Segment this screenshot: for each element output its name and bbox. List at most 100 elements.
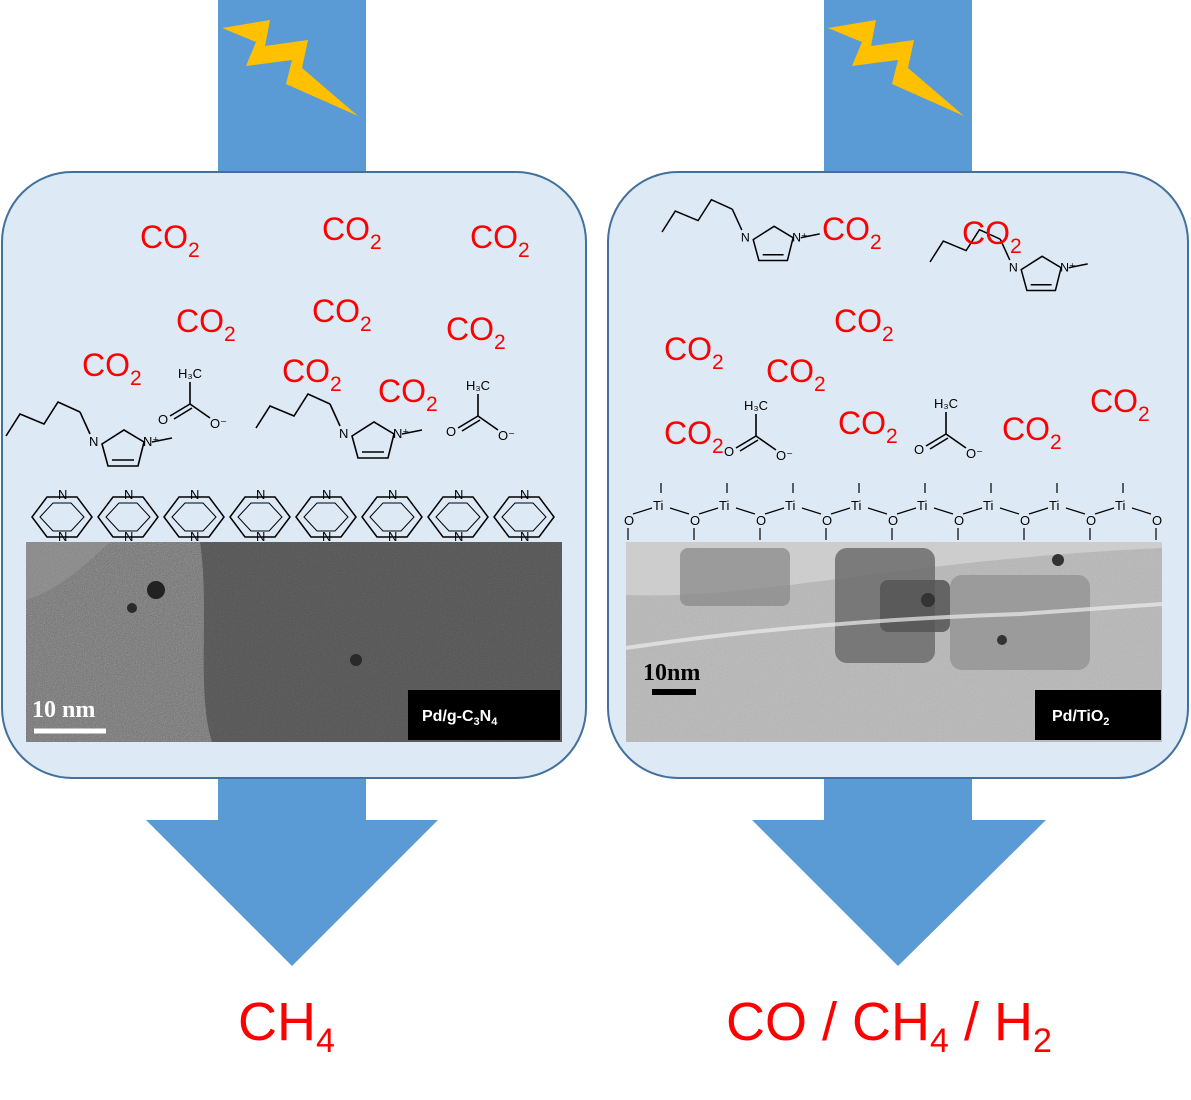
- svg-text:H₃C: H₃C: [466, 378, 490, 393]
- svg-text:N⁺: N⁺: [393, 426, 409, 441]
- titanium-atom-label: Ti: [653, 498, 663, 513]
- co2-label: CO2: [176, 303, 236, 346]
- triazine-ring: [163, 496, 225, 538]
- nitrogen-atom-label: N: [388, 529, 397, 544]
- nitrogen-atom-label: N: [124, 487, 133, 502]
- triazine-ring: [31, 496, 93, 538]
- oxygen-atom-label: O: [690, 513, 700, 528]
- oxygen-atom-label: O: [1152, 513, 1162, 528]
- co2-label: CO2: [664, 415, 724, 458]
- titanium-atom-label: Ti: [785, 498, 795, 513]
- acetate-anion: H₃C O O⁻: [724, 398, 793, 463]
- scale-bar-text: 10nm: [643, 660, 700, 686]
- nitrogen-atom-label: N: [58, 487, 67, 502]
- svg-text:O: O: [724, 444, 734, 459]
- scale-bar-text: 10 nm: [32, 697, 95, 723]
- co2-label: CO2: [664, 331, 724, 374]
- titanium-atom-label: Ti: [1049, 498, 1059, 513]
- titanium-atom-label: Ti: [851, 498, 861, 513]
- svg-text:O: O: [158, 412, 168, 427]
- catalyst-label-right: Pd/TiO2: [1035, 690, 1161, 740]
- svg-text:O⁻: O⁻: [210, 416, 227, 431]
- co2-label: CO2: [82, 347, 142, 390]
- svg-text:O⁻: O⁻: [966, 446, 983, 461]
- co2-label: CO2: [140, 219, 200, 262]
- co2-label: CO2: [322, 211, 382, 254]
- oxygen-atom-label: O: [624, 513, 634, 528]
- titanium-atom-label: Ti: [1115, 498, 1125, 513]
- co2-label: CO2: [1090, 383, 1150, 426]
- product-right: CO / CH4 / H2: [726, 992, 1052, 1060]
- svg-text:Pd/g-C3N4: Pd/g-C3N4: [422, 708, 498, 728]
- svg-text:N: N: [89, 434, 98, 449]
- titanium-atom-label: Ti: [917, 498, 927, 513]
- oxygen-atom-label: O: [756, 513, 766, 528]
- lightning-bolt-icon: [222, 20, 358, 116]
- svg-text:H₃C: H₃C: [934, 396, 958, 411]
- svg-text:N: N: [1009, 261, 1018, 275]
- nitrogen-atom-label: N: [256, 487, 265, 502]
- svg-text:H₃C: H₃C: [178, 366, 202, 381]
- acetate-anion: H₃C O O⁻: [446, 378, 515, 443]
- triazine-ring: [229, 496, 291, 538]
- titanium-atom-label: Ti: [719, 498, 729, 513]
- svg-text:H₃C: H₃C: [744, 398, 768, 413]
- triazine-ring: [493, 496, 555, 538]
- oxygen-atom-label: O: [1086, 513, 1096, 528]
- down-arrow-icon: [752, 770, 1046, 966]
- svg-text:O⁻: O⁻: [776, 448, 793, 463]
- oxygen-atom-label: O: [954, 513, 964, 528]
- co2-label: CO2: [446, 311, 506, 354]
- co2-label: CO2: [834, 303, 894, 346]
- svg-text:O⁻: O⁻: [498, 428, 515, 443]
- svg-text:N: N: [339, 426, 348, 441]
- svg-text:Pd/TiO2: Pd/TiO2: [1052, 708, 1109, 728]
- bmim-cation: N N⁺: [929, 228, 1088, 292]
- titanium-atom-label: Ti: [983, 498, 993, 513]
- catalyst-label-left: Pd/g-C3N4: [408, 690, 560, 740]
- triazine-ring: [361, 496, 423, 538]
- nitrogen-atom-label: N: [190, 487, 199, 502]
- lightning-bolt-icon: [828, 20, 964, 116]
- co2-label: CO2: [312, 293, 372, 336]
- nitrogen-atom-label: N: [454, 487, 463, 502]
- oxygen-atom-label: O: [888, 513, 898, 528]
- nitrogen-atom-label: N: [454, 529, 463, 544]
- co2-label: CO2: [962, 215, 1022, 258]
- triazine-ring: [427, 496, 489, 538]
- nitrogen-atom-label: N: [124, 529, 133, 544]
- tio2-support-structure: O TiO TiO TiO TiO TiO TiO TiO TiO: [624, 483, 1162, 540]
- svg-text:N: N: [741, 231, 750, 245]
- co2-label: CO2: [378, 373, 438, 416]
- down-arrow-icon: [146, 770, 438, 966]
- product-left: CH4: [238, 992, 335, 1060]
- nitrogen-atom-label: N: [520, 529, 529, 544]
- acetate-anion: H₃C O O⁻: [914, 396, 983, 461]
- nitrogen-atom-label: N: [190, 529, 199, 544]
- svg-text:N⁺: N⁺: [1060, 261, 1075, 275]
- nitrogen-atom-label: N: [58, 529, 67, 544]
- triazine-ring: [295, 496, 357, 538]
- nitrogen-atom-label: N: [520, 487, 529, 502]
- svg-text:O: O: [914, 442, 924, 457]
- svg-text:O: O: [446, 424, 456, 439]
- bmim-cation: N N⁺: [255, 392, 423, 459]
- nitrogen-atom-label: N: [388, 487, 397, 502]
- co2-label: CO2: [822, 211, 882, 254]
- triazine-ring: [97, 496, 159, 538]
- co2-label: CO2: [282, 353, 342, 396]
- g-c3n4-support-structure: N N N N N N N N N N N N N N N N: [31, 487, 555, 544]
- acetate-anion: H₃C O O⁻: [158, 366, 227, 431]
- nitrogen-atom-label: N: [322, 487, 331, 502]
- nitrogen-atom-label: N: [322, 529, 331, 544]
- co2-label: CO2: [838, 405, 898, 448]
- co2-label: CO2: [1002, 411, 1062, 454]
- oxygen-atom-label: O: [1020, 513, 1030, 528]
- nitrogen-atom-label: N: [256, 529, 265, 544]
- oxygen-atom-label: O: [822, 513, 832, 528]
